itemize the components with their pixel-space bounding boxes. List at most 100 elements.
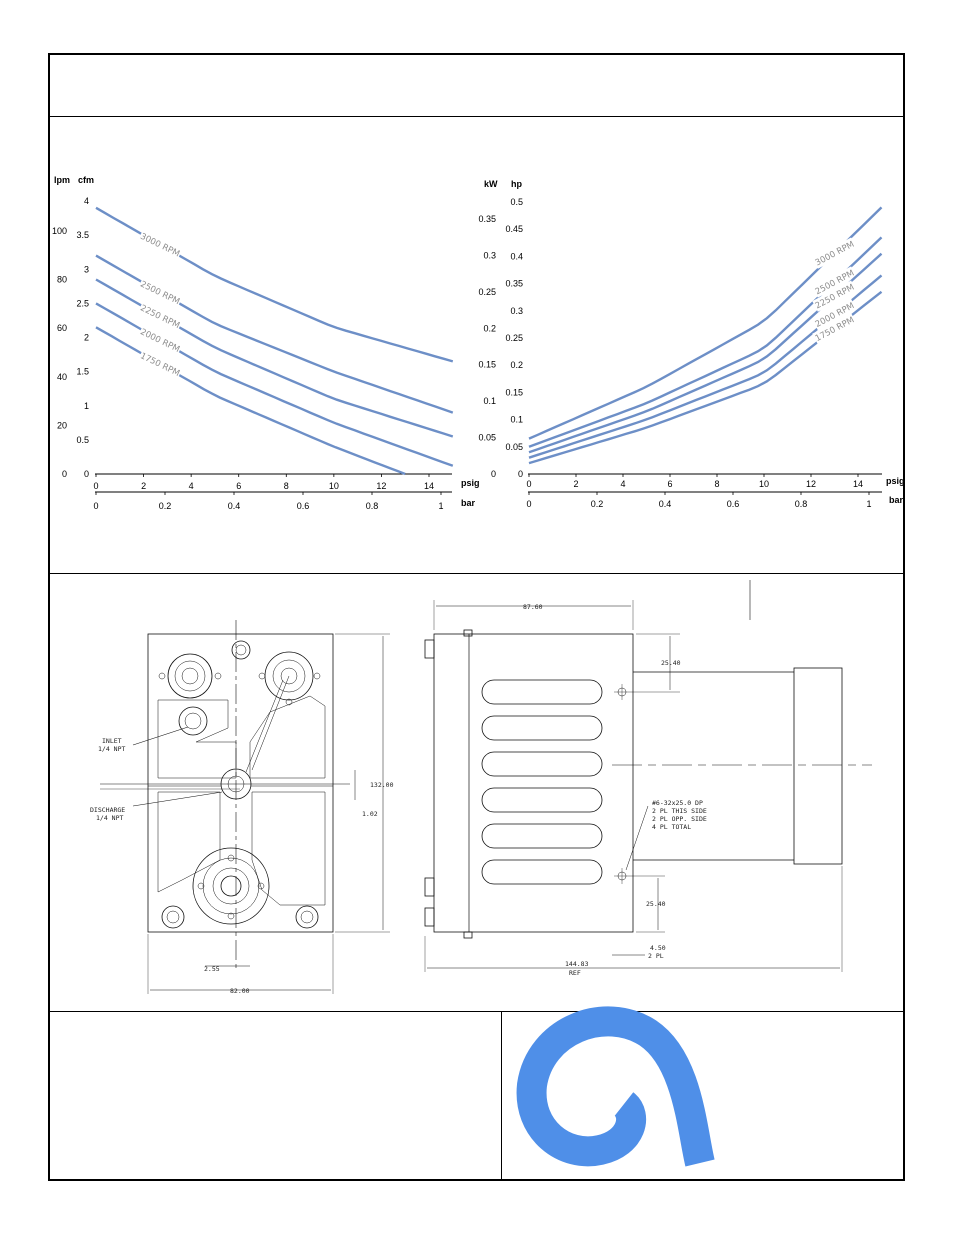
bottom-port-ring — [202, 857, 260, 915]
flow-cfm-tick-label: 3 — [84, 264, 89, 274]
bolt-top-center — [231, 640, 251, 660]
flow-cfm-tick-label: 1 — [84, 401, 89, 411]
tap-note-line-3: 2 PL OPP. SIDE — [652, 815, 707, 823]
side-fitting-top — [424, 639, 435, 659]
series-label-backdrop — [812, 280, 857, 312]
power-psig-unit: psig — [886, 476, 905, 486]
inlet-leader — [132, 726, 189, 746]
bolt-bottom-left — [161, 905, 185, 929]
power-hp-tick-label: 0.45 — [505, 224, 523, 234]
power-hp-tick-label: 0.5 — [510, 197, 523, 207]
length-dimension: 144.83 — [565, 960, 589, 968]
flow-bar-tick-label: 0.2 — [159, 501, 172, 511]
cooling-slot — [481, 715, 603, 741]
power-psig-tick-label: 0 — [526, 479, 531, 489]
series-label-backdrop — [137, 349, 183, 380]
series-label-backdrop — [812, 298, 857, 331]
edge-dimension: 4.50 — [650, 944, 666, 952]
inlet-size-label: 1/4 NPT — [98, 745, 125, 753]
series-line-2000-rpm — [95, 302, 454, 467]
width-dimension: 82.00 — [230, 987, 250, 995]
bottom-port-ring-2 — [212, 867, 250, 905]
power-bar-tick-label: 1 — [866, 499, 871, 509]
power-bar-tick-label: 0.8 — [795, 499, 808, 509]
series-label-backdrop — [137, 277, 183, 308]
series-label-backdrop — [137, 229, 183, 260]
flow-bar-tick-label: 0 — [93, 501, 98, 511]
side-fitting-bottom — [424, 877, 435, 897]
cooling-slot — [481, 751, 603, 777]
pocket-lower-right — [251, 791, 326, 906]
flow-psig-tick-label: 10 — [329, 481, 339, 491]
power-bar-unit: bar — [889, 495, 904, 505]
chart-divider — [50, 573, 903, 574]
flow-lpm-tick-label: 100 — [52, 226, 67, 236]
power-psig-tick-label: 14 — [853, 479, 863, 489]
series-label-backdrop — [137, 325, 183, 356]
inlet-port — [178, 706, 208, 736]
hole-top-dimension: 25.40 — [661, 659, 681, 667]
power-hp-unit: hp — [511, 179, 522, 189]
power-kw-tick-label: 0.05 — [478, 433, 496, 443]
power-kw-tick-label: 0.15 — [478, 360, 496, 370]
screw-hole — [258, 672, 266, 680]
power-bar-tick-label: 0 — [526, 499, 531, 509]
power-kw-tick-label: 0.1 — [483, 396, 496, 406]
power-kw-tick-label: 0.2 — [483, 323, 496, 333]
hole-bottom-dimension: 25.40 — [646, 900, 666, 908]
flow-psig-unit: psig — [461, 478, 480, 488]
spiral-logo-icon — [516, 1006, 715, 1167]
tap-note-leader — [625, 805, 649, 871]
pocket-lower-left — [157, 791, 221, 893]
flow-lpm-tick-label: 80 — [57, 275, 67, 285]
front-view-drawing: INLET 1/4 NPT DISCHARGE 1/4 NPT 132.00 1… — [90, 620, 394, 995]
flow-psig-tick-label: 2 — [141, 481, 146, 491]
flow-lpm-unit: lpm — [54, 175, 70, 185]
flow-cfm-tick-label: 3.5 — [76, 230, 89, 240]
series-label-backdrop — [812, 237, 857, 269]
flow-cfm-tick-label: 1.5 — [76, 367, 89, 377]
side-tab-top — [463, 629, 473, 637]
center-dimension: 2.55 — [204, 965, 220, 973]
tap-note-line-2: 2 PL THIS SIDE — [652, 807, 707, 815]
power-kw-tick-label: 0.3 — [483, 250, 496, 260]
front-body-outline — [147, 633, 334, 933]
cooling-slot — [481, 859, 603, 885]
height-dimension: 132.00 — [370, 781, 394, 789]
port-top-left-core — [181, 667, 199, 685]
flow-bar-tick-label: 1 — [438, 501, 443, 511]
flow-lpm-tick-label: 60 — [57, 323, 67, 333]
bolt-top-center-inner — [235, 644, 247, 656]
flow-bar-tick-label: 0.8 — [366, 501, 379, 511]
bolt-bottom-right-inner — [300, 910, 314, 924]
side-tab-bottom — [463, 931, 473, 939]
pocket-upper-left — [157, 699, 237, 779]
offset-dimension: 1.02 — [362, 810, 378, 818]
power-psig-tick-label: 10 — [759, 479, 769, 489]
port-top-right-inner — [272, 659, 306, 693]
port-top-right-core — [280, 667, 298, 685]
flow-psig-tick-label: 6 — [236, 481, 241, 491]
power-hp-tick-label: 0.15 — [505, 387, 523, 397]
power-kw-tick-label: 0.35 — [478, 214, 496, 224]
tap-note-line-1: #6-32x25.0 DP — [652, 799, 703, 807]
series-line-1750-rpm — [95, 326, 406, 476]
power-psig-tick-label: 8 — [714, 479, 719, 489]
bottom-port-core — [220, 875, 242, 897]
power-chart: kW hp psig bar 00.050.10.150.20.250.30.3… — [478, 179, 904, 509]
screw-hole — [227, 912, 235, 920]
top-dimension: 87.60 — [523, 603, 543, 611]
flow-bar-unit: bar — [461, 498, 476, 508]
flow-lpm-tick-label: 40 — [57, 372, 67, 382]
cooling-slot — [481, 787, 603, 813]
flow-cfm-tick-label: 2 — [84, 333, 89, 343]
screw-hole — [257, 882, 265, 890]
flow-bar-tick-label: 0.4 — [228, 501, 241, 511]
flow-bar-tick-label: 0.6 — [297, 501, 310, 511]
power-bar-tick-label: 0.4 — [659, 499, 672, 509]
series-label-backdrop — [812, 313, 857, 345]
side-fitting-bottom-2 — [424, 907, 435, 927]
inlet-label: INLET — [102, 737, 122, 745]
power-psig-tick-label: 4 — [620, 479, 625, 489]
